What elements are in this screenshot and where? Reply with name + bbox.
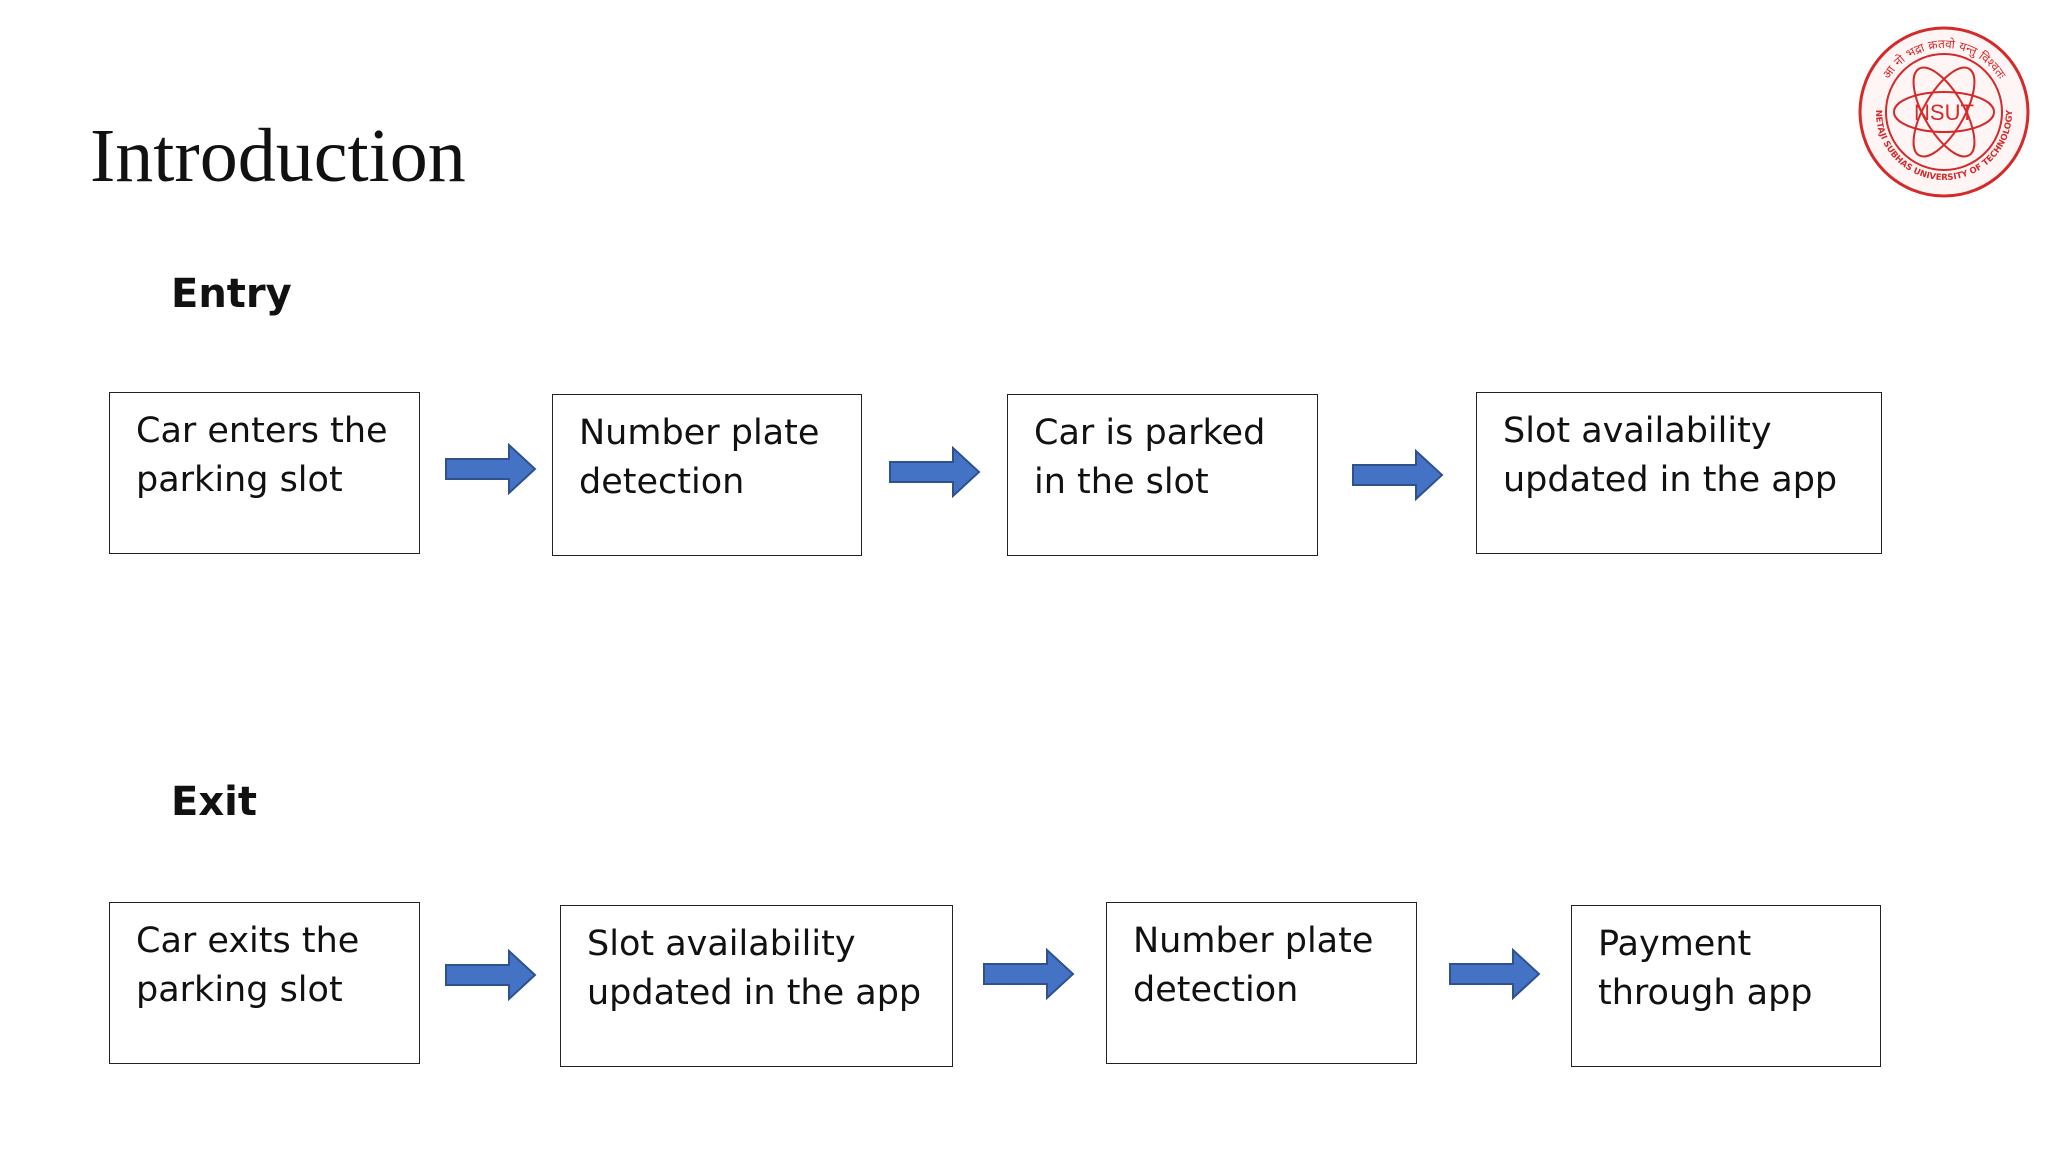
exit-arrow-1 [445, 949, 537, 1001]
exit-step-2: Slot availability updated in the app [560, 905, 953, 1067]
entry-step-1: Car enters the parking slot [109, 392, 420, 554]
exit-step-4: Payment through app [1571, 905, 1881, 1067]
entry-arrow-3 [1352, 449, 1444, 501]
nsut-logo: आ नो भद्रा क्रतवो यन्तु विश्वतः NETAJI S… [1858, 26, 2030, 198]
exit-step-3: Number plate detection [1106, 902, 1417, 1064]
entry-arrow-2 [889, 446, 981, 498]
exit-heading: Exit [171, 779, 257, 825]
entry-heading: Entry [171, 271, 292, 317]
exit-step-3-label: Number plate detection [1133, 921, 1374, 1010]
exit-step-1: Car exits the parking slot [109, 902, 420, 1064]
entry-step-3-label: Car is parked in the slot [1034, 413, 1266, 502]
exit-arrow-2 [983, 948, 1075, 1000]
exit-step-2-label: Slot availability updated in the app [587, 924, 922, 1013]
exit-arrow-3 [1449, 948, 1541, 1000]
entry-step-2-label: Number plate detection [579, 413, 820, 502]
logo-abbr: NSUT [1914, 100, 1974, 125]
exit-step-1-label: Car exits the parking slot [136, 921, 360, 1010]
entry-step-4-label: Slot availability updated in the app [1503, 411, 1838, 500]
entry-arrow-1 [445, 443, 537, 495]
exit-step-4-label: Payment through app [1598, 924, 1813, 1013]
slide-title: Introduction [90, 114, 466, 198]
entry-step-1-label: Car enters the parking slot [136, 411, 388, 500]
entry-step-4: Slot availability updated in the app [1476, 392, 1882, 554]
entry-step-3: Car is parked in the slot [1007, 394, 1318, 556]
entry-step-2: Number plate detection [552, 394, 862, 556]
